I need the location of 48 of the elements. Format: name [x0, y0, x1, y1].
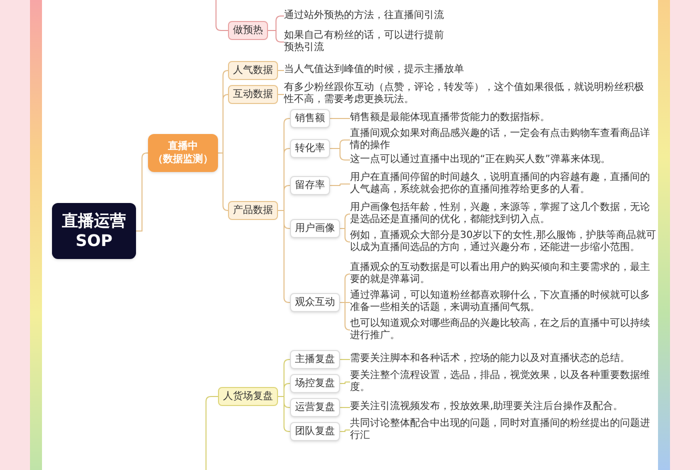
note-text: 用户画像包括年龄，性别，兴趣，来源等，掌握了这几个数据，无论是选品还是直播间的优化，都能找到切入点。: [350, 202, 656, 226]
note-text: 需要关注脚本和各种话术，控场的能力以及对直播状态的总结。: [350, 353, 656, 365]
note-text: 直播间观众如果对商品感兴趣的话，一定会有点击购物车查看商品详情的操作: [350, 128, 656, 152]
subtopic-box: 做预热: [228, 21, 268, 40]
note-text: 如果自己有粉丝的话，可以进行提前预热引流: [284, 30, 444, 54]
subtopic-box: 观众互动: [290, 293, 340, 312]
subtopic-box: 人气数据: [228, 61, 278, 80]
note-text: 用户在直播间停留的时间越久，说明直播间的内容越有趣，直播间的人气越高，系统就会把你的直播间推荐给更多的人看。: [350, 172, 656, 196]
branch-line: [218, 152, 228, 211]
subtopic-box: 转化率: [290, 139, 330, 158]
subtopic-box: 留存率: [290, 176, 330, 195]
branch-line: [278, 210, 290, 303]
note-text: 当人气值达到峰值的时候，提示主播放单: [284, 64, 650, 76]
note-text: 这一点可以通过直播中出现的“正在购买人数”弹幕来体现。: [350, 154, 656, 166]
subtopic-box: 场控复盘: [290, 374, 340, 393]
subtopic-box: 产品数据: [228, 201, 278, 220]
root-topic-box: 直播运营 SOP: [52, 203, 136, 259]
note-text: 要关注整个流程设置，选品，排品，视觉效果，以及各种重要数据维度。: [350, 370, 656, 394]
subtopic-box: 人货场复盘: [218, 387, 278, 406]
branch-line: [340, 407, 350, 408]
branch-line: [340, 382, 350, 384]
note-text: 共同讨论整体配合中出现的问题，同时对直播间的粉丝提出的问题进行汇: [350, 418, 656, 442]
topic-box: 直播中（数据监测）: [148, 134, 218, 172]
branch-line: [340, 430, 350, 432]
note-text: 通过站外预热的方法，往直播间引流: [284, 10, 544, 22]
subtopic-box: 互动数据: [228, 85, 278, 104]
branch-line: [330, 184, 350, 186]
branch-line: [330, 118, 350, 119]
note-text: 销售额是最能体现直播带货能力的数据指标。: [350, 112, 656, 124]
branch-line: [136, 152, 148, 232]
note-text: 例如，直播观众大部分是30岁以下的女性,那么服饰，护肤等商品就可以成为直播间选品的方向，通过兴趣分布，还能进一步缩小范围。: [350, 230, 656, 254]
subtopic-box: 运营复盘: [290, 398, 340, 417]
branch-line: [278, 70, 284, 71]
branch-line: [278, 94, 284, 95]
branch-line: [268, 30, 284, 42]
branch-line: [340, 359, 350, 360]
branch-line: [340, 228, 350, 242]
subtopic-box: 销售额: [290, 109, 330, 128]
note-text: 要关注引流视频发布，投放效果,助理要关注后台操作及配合。: [350, 401, 656, 413]
subtopic-box: 团队复盘: [290, 422, 340, 441]
note-text: 有多少粉丝跟你互动（点赞，评论，转发等），这个值如果很低，就说明粉丝积极性不高，需要考虑更换玩法。: [284, 82, 650, 106]
subtopic-box: 用户画像: [290, 219, 340, 238]
note-text: 通过弹幕词，可以知道粉丝都喜欢聊什么，下次直播的时候就可以多准备一些相关的话题，来调动直播间气氛。: [350, 290, 656, 314]
note-text: 也可以知道观众对哪些商品的兴趣比较高，在之后的直播中可以持续进行推广。: [350, 318, 656, 342]
subtopic-box: 主播复盘: [290, 350, 340, 369]
branch-line: [278, 396, 290, 432]
branch-line: [340, 302, 350, 330]
note-text: 直播观众的互动数据是可以看出用户的购买倾向和主要需求的，最主要的就是弹幕词。: [350, 262, 656, 286]
